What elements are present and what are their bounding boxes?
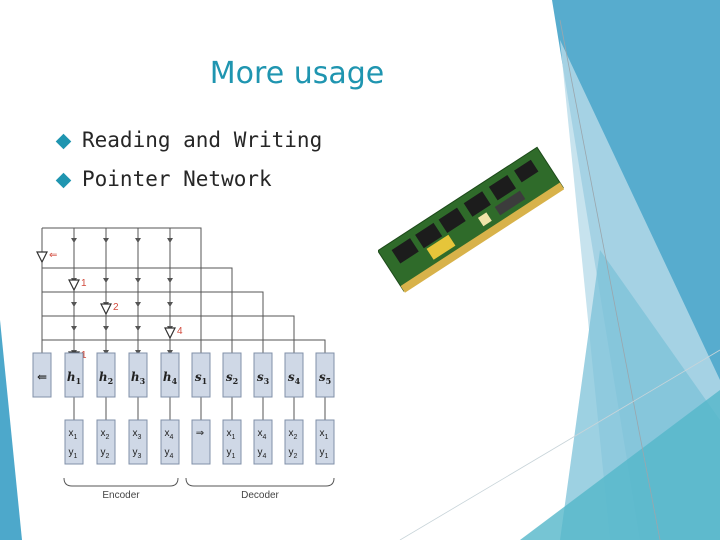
encoder-label: Encoder: [102, 490, 140, 501]
input-x-label: x1: [69, 428, 78, 441]
arrow-head: [135, 278, 141, 283]
input-cell: [315, 419, 335, 465]
input-x-label: x4: [165, 428, 174, 441]
input-x-label: x4: [258, 428, 267, 441]
encoder-brace: [63, 477, 179, 487]
input-cell: [96, 419, 116, 465]
ram-module-icon: [378, 146, 564, 293]
slide-title: More usage: [209, 56, 385, 91]
arrow-head: [135, 302, 141, 307]
arrow-head: [71, 238, 77, 243]
input-cell: [222, 419, 242, 465]
arrow-head: [167, 302, 173, 307]
arrow-head: [135, 326, 141, 331]
input-y-label: y1: [320, 447, 329, 460]
input-y-label: y4: [165, 447, 174, 460]
bullet-text: Reading and Writing: [82, 128, 323, 152]
deco-shape-bottom-teal: [520, 390, 720, 540]
input-y-label: y1: [69, 447, 78, 460]
input-y-label: y4: [258, 447, 267, 460]
decoder-label: Decoder: [241, 490, 279, 501]
input-x-label: x2: [289, 428, 298, 441]
diagram-cell: [64, 352, 84, 398]
input-y-label: y2: [101, 447, 110, 460]
diagram-inputs: x1 y1 x2 y2 x3 y3 x4 y4 ⇒ x1 y1 x4 y4 x2 y2 x1 y1: [64, 419, 335, 465]
diagram-cell: [160, 352, 180, 398]
bullet-text: Pointer Network: [82, 167, 272, 191]
diagram-connections: [41, 227, 326, 420]
diagram-pointer-markers: ⇐ 1 2 4 1: [36, 250, 183, 364]
arrow-head: [71, 302, 77, 307]
diagram-cell: [128, 352, 148, 398]
input-y-label: y2: [289, 447, 298, 460]
diagram-cell: [191, 352, 211, 398]
feed-line: [42, 315, 295, 353]
diagram-cell: [253, 352, 273, 398]
pointer-triangle-icon: [100, 303, 112, 316]
feed-line: [42, 227, 202, 353]
diagram-cell: [315, 352, 335, 398]
pointer-label: 4: [177, 326, 183, 337]
pointer-label: 1: [81, 350, 87, 361]
decoder-brace: [185, 477, 335, 487]
input-x-label: x1: [320, 428, 329, 441]
diagram-cell: [222, 352, 242, 398]
arrow-head: [103, 326, 109, 331]
arrow-head: [167, 278, 173, 283]
pointer-triangle-icon: [36, 251, 48, 264]
feed-line: [42, 339, 326, 353]
pointer-label: 1: [81, 278, 87, 289]
arrow-head: [135, 238, 141, 243]
diagram-cell: [96, 352, 116, 398]
diagram-cell: [32, 352, 52, 398]
diagram-braces: Encoder Decoder: [63, 477, 335, 501]
input-y-label: y3: [133, 447, 142, 460]
input-cell: [160, 419, 180, 465]
deco-line-2: [399, 349, 720, 540]
input-cell: [128, 419, 148, 465]
diagram-cell: [284, 352, 304, 398]
pointer-label: 2: [113, 302, 119, 313]
deco-line: [559, 19, 661, 540]
pointer-triangle-icon: [68, 279, 80, 292]
feed-line: [42, 267, 233, 353]
deco-shape-left: [0, 320, 22, 540]
input-cell: [284, 419, 304, 465]
diagram-cell-label: ⇐: [37, 370, 47, 384]
arrow-head: [103, 278, 109, 283]
arrow-head: [103, 238, 109, 243]
arrow-head: [167, 238, 173, 243]
input-x-label: ⇒: [196, 428, 204, 439]
input-cell: [253, 419, 273, 465]
pointer-label: ⇐: [49, 250, 57, 261]
input-x-label: x1: [227, 428, 236, 441]
pointer-triangle-icon: [164, 327, 176, 340]
input-cell: [64, 419, 84, 465]
input-x-label: x2: [101, 428, 110, 441]
input-y-label: y1: [227, 447, 236, 460]
input-x-label: x3: [133, 428, 142, 441]
arrow-head: [71, 326, 77, 331]
input-cell: [191, 419, 211, 465]
feed-line: [42, 291, 264, 353]
